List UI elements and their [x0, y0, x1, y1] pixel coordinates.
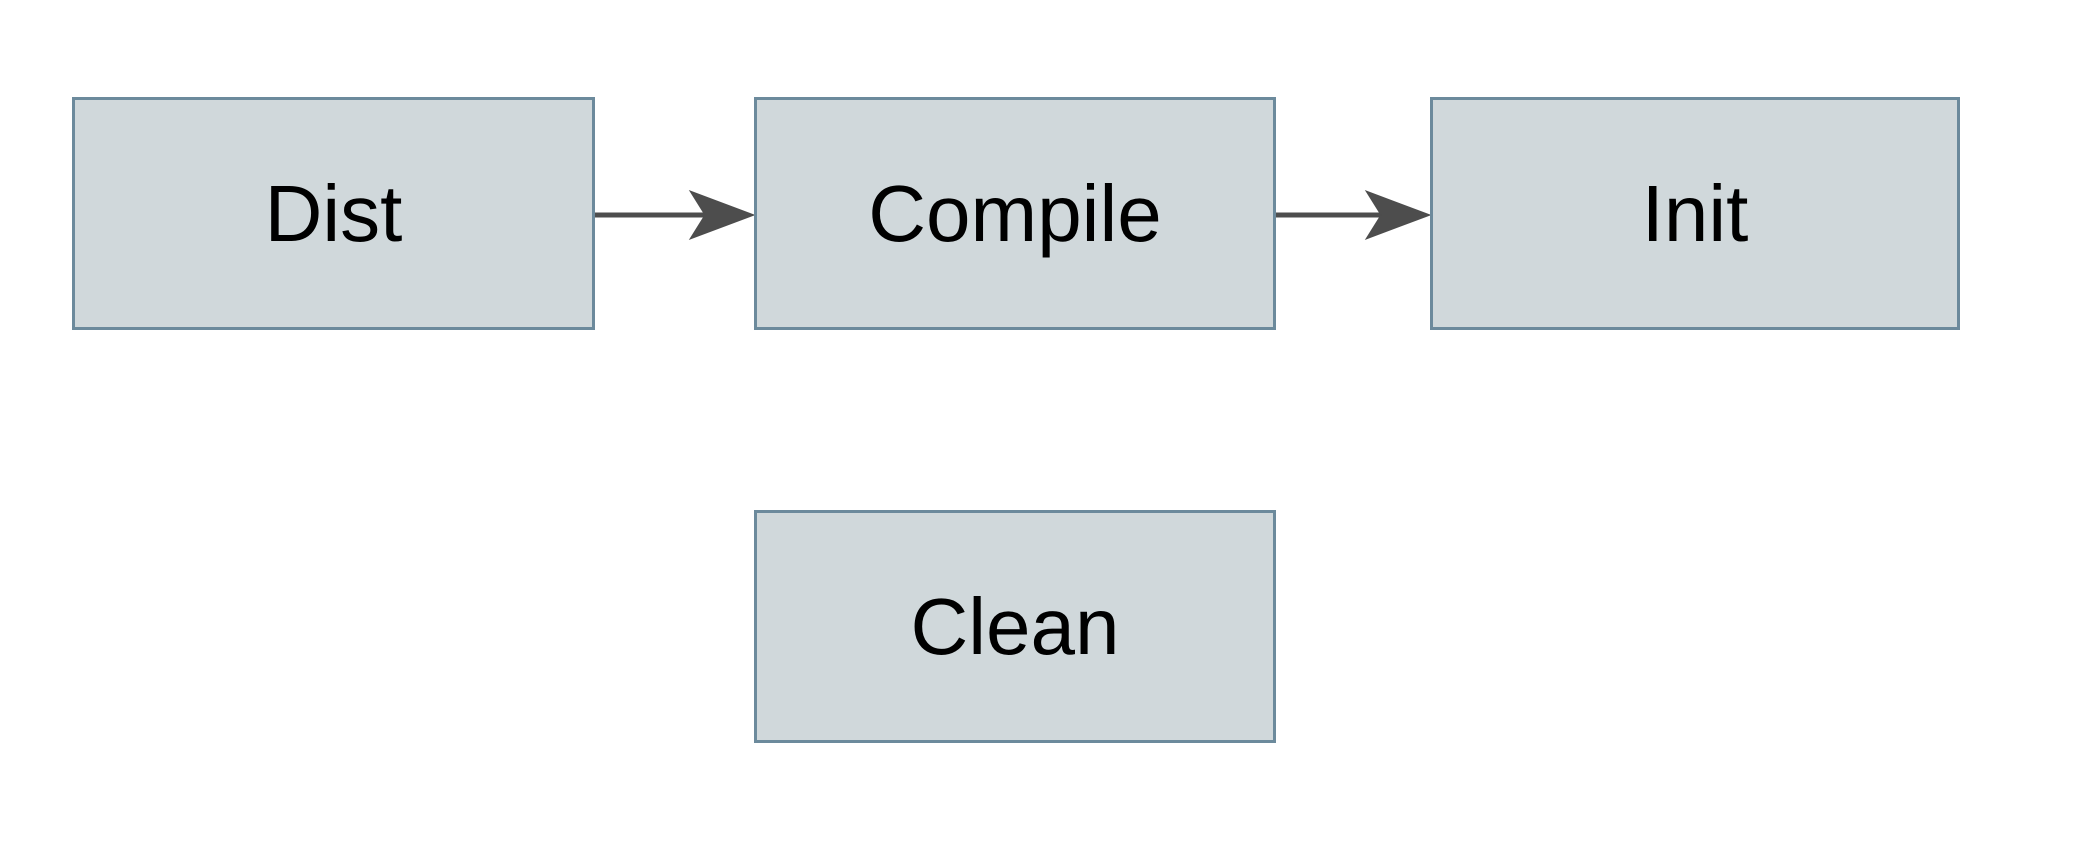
edge-compile-to-init-arrowhead	[1364, 190, 1432, 240]
node-dist[interactable]: Dist	[72, 97, 595, 330]
edge-dist-to-compile-arrowhead	[688, 190, 756, 240]
edge-compile-to-init[interactable]	[1276, 190, 1432, 240]
node-compile[interactable]: Compile	[754, 97, 1276, 330]
node-clean[interactable]: Clean	[754, 510, 1276, 743]
node-init-label: Init	[1641, 168, 1749, 258]
node-init[interactable]: Init	[1430, 97, 1960, 330]
node-clean-label: Clean	[910, 581, 1120, 671]
node-compile-label: Compile	[868, 168, 1162, 258]
node-dist-label: Dist	[264, 168, 403, 258]
edge-dist-to-compile[interactable]	[595, 190, 756, 240]
